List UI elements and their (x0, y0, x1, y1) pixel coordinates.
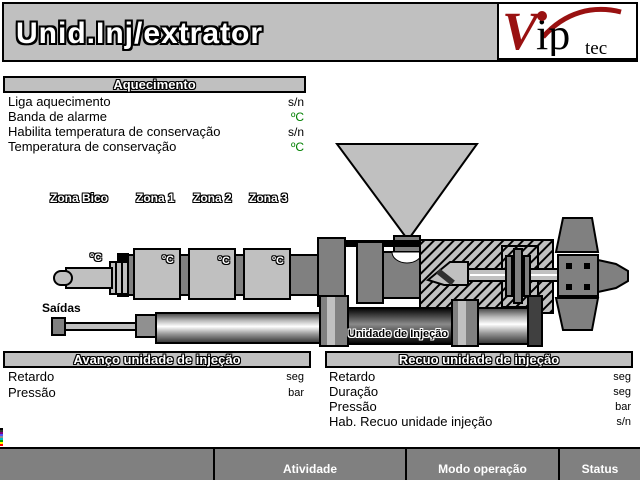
param-unit: bar (615, 400, 631, 413)
coupling-disc (505, 255, 513, 297)
cylinder-rod (64, 322, 139, 331)
barrel-temp-label-1: ºC (162, 254, 174, 266)
motor-top (554, 217, 600, 253)
zone-label-bico: Zona Bico (50, 191, 109, 205)
clamp-highlight (458, 301, 466, 345)
retract-panel-header: Recuo unidade de injeção (325, 351, 633, 368)
param-unit: seg (613, 385, 631, 398)
status-divider (558, 449, 560, 480)
param-label: Pressão (8, 385, 56, 400)
tie-block-2 (356, 241, 384, 304)
zone-label-2: Zona 2 (193, 191, 232, 205)
motor-bolt (566, 284, 572, 290)
cylinder-tube (155, 312, 323, 344)
motor-bolt (584, 263, 590, 269)
param-row-habilita-conservacao[interactable]: Habilita temperatura de conservação s/n (8, 124, 304, 139)
nozzle-tip (53, 270, 73, 286)
param-unit: seg (613, 370, 631, 383)
barrel-temp-label-3: ºC (272, 255, 284, 267)
cylinder-tube-2 (477, 307, 529, 345)
param-unit: ºC (290, 109, 304, 124)
param-unit: bar (288, 386, 304, 399)
barrel-rear-tab (117, 253, 129, 264)
tie-block-1 (317, 237, 346, 307)
logo-swoosh-icon (541, 7, 622, 39)
logo-i-dot (537, 11, 547, 21)
palette-artifact (0, 428, 3, 446)
param-unit: ºC (290, 139, 304, 154)
barrel-temp-label-bico: ºC (90, 252, 102, 264)
param-unit: s/n (287, 124, 304, 139)
heating-panel-title: Aquecimento (113, 77, 196, 92)
barrel-temp-label-2: ºC (218, 255, 230, 267)
status-divider (213, 449, 215, 480)
param-label: Habilita temperatura de conservação (8, 124, 221, 139)
injection-unit-label: Unidade de Injeção (347, 328, 449, 340)
hopper-funnel (335, 143, 479, 242)
param-row-recuo-habilita[interactable]: Hab. Recuo unidade injeção s/n (329, 414, 631, 429)
outputs-label: Saídas (42, 301, 81, 315)
param-unit: seg (286, 370, 304, 383)
advance-panel-title: Avanço unidade de injeção (73, 352, 241, 367)
param-label: Retardo (8, 369, 55, 384)
param-unit: s/n (616, 415, 631, 428)
zone-label-1: Zona 1 (136, 191, 175, 205)
status-bar: Atividade Modo operação Status (0, 447, 640, 480)
param-label: Duração (329, 384, 379, 399)
param-unit: s/n (287, 94, 304, 109)
param-row-avanco-retardo[interactable]: Retardo seg (8, 369, 304, 384)
motor-plate (557, 254, 599, 297)
heater-band-2 (188, 248, 236, 300)
param-label: Retardo (329, 369, 376, 384)
clamp-highlight (327, 297, 335, 345)
heating-panel-header: Aquecimento (3, 76, 306, 93)
cylinder-dark-section (347, 307, 453, 345)
cylinder-piston (135, 314, 157, 338)
status-cell-empty[interactable] (0, 449, 213, 480)
coupling-disc (523, 255, 531, 297)
param-label: Pressão (329, 399, 377, 414)
heater-band-1 (133, 248, 181, 300)
param-row-avanco-pressao[interactable]: Pressão bar (8, 385, 304, 400)
param-label: Hab. Recuo unidade injeção (329, 414, 493, 429)
param-row-liga-aquecimento[interactable]: Liga aquecimento s/n (8, 94, 304, 109)
param-label: Liga aquecimento (8, 94, 111, 109)
param-row-banda-alarme[interactable]: Banda de alarme ºC (8, 109, 304, 124)
logo-v: V (502, 4, 542, 56)
motor-bottom (554, 297, 600, 331)
cylinder-end-cap (527, 295, 543, 347)
logo-tec: tec (585, 38, 607, 56)
motor-nose (597, 258, 629, 294)
status-cell-status[interactable]: Status (581, 462, 619, 476)
param-row-temp-conservacao[interactable]: Temperatura de conservação ºC (8, 139, 304, 154)
param-label: Temperatura de conservação (8, 139, 177, 154)
motor-bolt (566, 263, 572, 269)
param-row-recuo-retardo[interactable]: Retardo seg (329, 369, 631, 384)
logo-box: V ip tec (497, 1, 638, 61)
retract-panel-title: Recuo unidade de injeção (398, 352, 560, 367)
advance-panel-header: Avanço unidade de injeção (3, 351, 311, 368)
heater-band-3 (243, 248, 291, 300)
page-title: Unid.Inj/extrator (16, 17, 264, 50)
param-label: Banda de alarme (8, 109, 108, 124)
param-row-recuo-pressao[interactable]: Pressão bar (329, 399, 631, 414)
viptec-logo: V ip tec (502, 1, 622, 61)
status-cell-modo-operacao[interactable]: Modo operação (438, 462, 527, 476)
zone-label-3: Zona 3 (249, 191, 288, 205)
cylinder-rod-end (51, 317, 66, 336)
param-row-recuo-duracao[interactable]: Duração seg (329, 384, 631, 399)
status-cell-atividade[interactable]: Atividade (282, 462, 337, 476)
status-divider (405, 449, 407, 480)
screw-flight (436, 268, 455, 286)
coupling-disc (513, 248, 523, 304)
motor-bolt (584, 284, 590, 290)
